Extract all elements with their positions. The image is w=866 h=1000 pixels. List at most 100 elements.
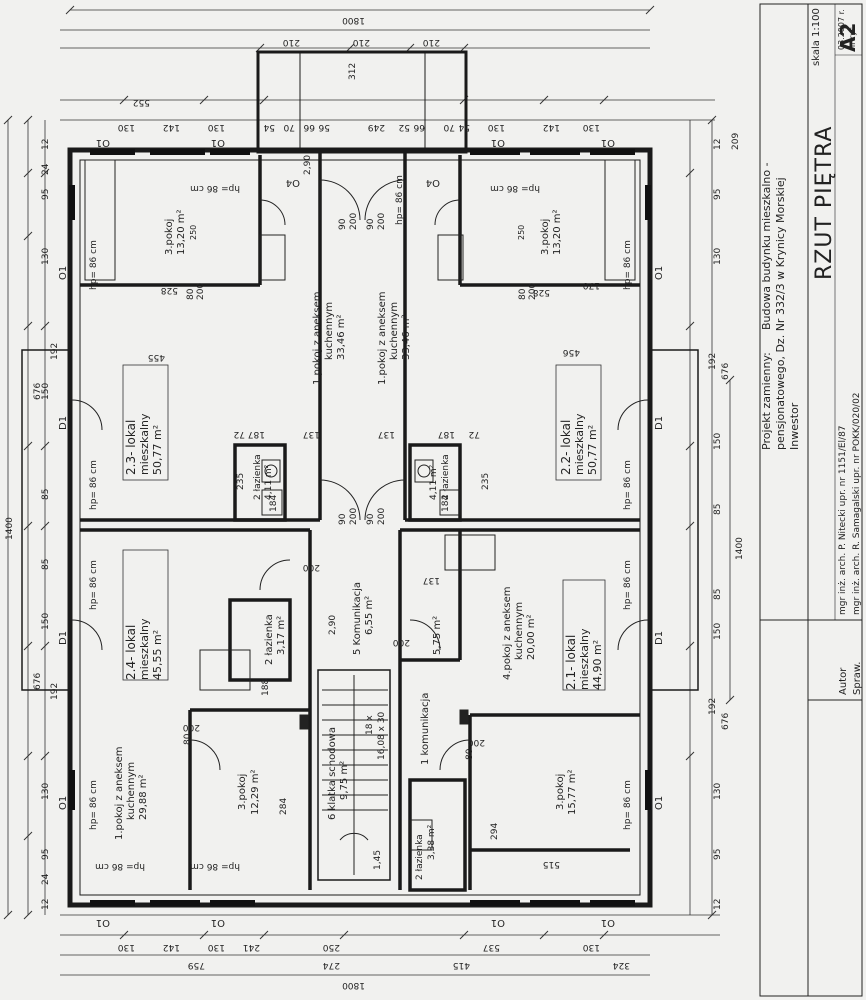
komunikacja-5-area: 6,55 m² bbox=[364, 596, 375, 635]
bath-right-name: 2 łazienka bbox=[441, 454, 451, 500]
dim-95: 95 bbox=[41, 849, 51, 860]
dim-side-total-right: 1400 bbox=[735, 537, 745, 560]
apartment-2-1-area: 44,90 m² bbox=[591, 640, 604, 690]
dim-200: 200 bbox=[183, 722, 200, 732]
dim-85: 85 bbox=[41, 559, 51, 570]
hp-mark: hp= 86 cm bbox=[395, 175, 405, 225]
dim-200: 200 bbox=[393, 637, 410, 647]
dim-137: 137 bbox=[303, 429, 320, 439]
room-1-mid-a-name: 1.pokoj z aneksem bbox=[312, 292, 323, 385]
dim-72: 72 bbox=[469, 429, 480, 439]
hp-mark: hp= 86 cm bbox=[190, 861, 240, 871]
dim-95: 95 bbox=[713, 849, 723, 860]
dim-759: 759 bbox=[188, 960, 205, 970]
d1-mark: D1 bbox=[654, 416, 665, 430]
dim-150: 150 bbox=[713, 433, 723, 450]
dim-90: 90 bbox=[338, 218, 348, 230]
dim-130: 130 bbox=[488, 122, 505, 132]
dim-250: 250 bbox=[323, 942, 340, 952]
dim-12: 12 bbox=[41, 139, 51, 150]
apartment-2-3-type: mieszkalny bbox=[138, 413, 151, 475]
room-1-mid-a-sub: kuchennym bbox=[324, 302, 335, 360]
bath-left-name: 2 łazienka bbox=[253, 454, 263, 500]
windows bbox=[69, 149, 651, 906]
dim-130: 130 bbox=[583, 122, 600, 132]
dim-312: 312 bbox=[348, 63, 358, 80]
dim-66: 66 bbox=[303, 122, 315, 132]
dim-188: 188 bbox=[261, 679, 271, 696]
dim-80: 80 bbox=[518, 288, 528, 300]
dim-130: 130 bbox=[713, 783, 723, 800]
dim-12: 12 bbox=[713, 139, 723, 150]
room-3-topleft-area: 13,20 m² bbox=[176, 209, 187, 255]
dim-200: 200 bbox=[377, 213, 387, 230]
drawing-title: RZUT PIĘTRA bbox=[812, 125, 837, 280]
room-3-right-area: 15,77 m² bbox=[567, 769, 578, 815]
dim-95: 95 bbox=[713, 189, 723, 200]
d1-mark: D1 bbox=[58, 631, 69, 645]
dim-249: 249 bbox=[368, 122, 385, 132]
dim-130: 130 bbox=[118, 942, 135, 952]
dim-284: 284 bbox=[279, 798, 289, 815]
dim-200: 200 bbox=[349, 508, 359, 525]
o4-mark: O4 bbox=[426, 177, 440, 188]
dim-241: 241 bbox=[243, 942, 260, 952]
hp-mark: hp= 86 cm bbox=[490, 183, 540, 193]
o1-mark: O1 bbox=[654, 266, 665, 280]
dimension-lines bbox=[7, 9, 731, 976]
dim-676: 676 bbox=[721, 363, 731, 380]
o1-mark: O1 bbox=[211, 137, 225, 148]
o1-mark: O1 bbox=[491, 917, 505, 928]
dim-90: 90 bbox=[338, 513, 348, 525]
dim-80: 80 bbox=[183, 733, 193, 745]
dim-90: 90 bbox=[366, 218, 376, 230]
hp-mark: hp= 86 cm bbox=[89, 560, 99, 610]
apartment-2-1-type: mieszkalny bbox=[578, 628, 591, 690]
dim-137: 137 bbox=[378, 429, 395, 439]
dim-130: 130 bbox=[208, 942, 225, 952]
dim-676: 676 bbox=[33, 673, 43, 690]
author-label: Autor bbox=[838, 667, 849, 695]
hp-mark: hp= 86 cm bbox=[623, 460, 633, 510]
dim-528: 528 bbox=[533, 287, 550, 297]
room-1-mid-b-sub: kuchennym bbox=[389, 302, 400, 360]
dim-24: 24 bbox=[41, 163, 51, 175]
room-1-left-name: 1.pokoj z aneksem bbox=[114, 747, 125, 840]
dim-72: 72 bbox=[234, 429, 245, 439]
bath-left-area: 4,11 m² bbox=[264, 464, 274, 500]
room-3-topleft-name: 3.pokoj bbox=[164, 219, 175, 255]
dim-515: 515 bbox=[543, 859, 560, 869]
dim-200: 200 bbox=[196, 283, 206, 300]
dim-200: 200 bbox=[349, 213, 359, 230]
apartment-2-2-label: 2.2- lokal bbox=[559, 420, 573, 475]
room-4-right-sub: kuchennym bbox=[514, 602, 525, 660]
dim-95: 95 bbox=[41, 189, 51, 200]
dim-130: 130 bbox=[41, 783, 51, 800]
dim-142: 142 bbox=[163, 942, 180, 952]
dim-70: 70 bbox=[443, 122, 455, 132]
dim-150: 150 bbox=[41, 383, 51, 400]
dim-142: 142 bbox=[543, 122, 560, 132]
o1-mark: O1 bbox=[211, 917, 225, 928]
dim-200: 200 bbox=[468, 737, 485, 747]
room-3-topleft-dim: 250 bbox=[189, 225, 198, 240]
drawing-number: A2 bbox=[836, 22, 860, 52]
apartment-2-4-type: mieszkalny bbox=[138, 618, 151, 680]
hp-mark: hp= 86 cm bbox=[95, 861, 145, 871]
o4-mark: O4 bbox=[286, 177, 300, 188]
room-1-left-sub: kuchennym bbox=[126, 762, 137, 820]
dim-552: 552 bbox=[133, 97, 150, 107]
room-3-left-area: 12,29 m² bbox=[250, 769, 261, 815]
stairs-count: 18 x bbox=[365, 715, 375, 735]
hp-mark: hp= 86 cm bbox=[190, 183, 240, 193]
dim-170: 170 bbox=[583, 280, 600, 290]
dim-bay: 210 bbox=[283, 37, 300, 47]
dim-side-total: 1400 bbox=[5, 517, 15, 540]
staircase bbox=[322, 675, 388, 875]
dim-235: 235 bbox=[236, 473, 246, 490]
dim-187: 187 bbox=[248, 429, 265, 439]
exterior-walls bbox=[21, 50, 699, 908]
dim-150: 150 bbox=[41, 613, 51, 630]
komunikacja-5-name: 5 Komunikacja bbox=[352, 582, 363, 655]
